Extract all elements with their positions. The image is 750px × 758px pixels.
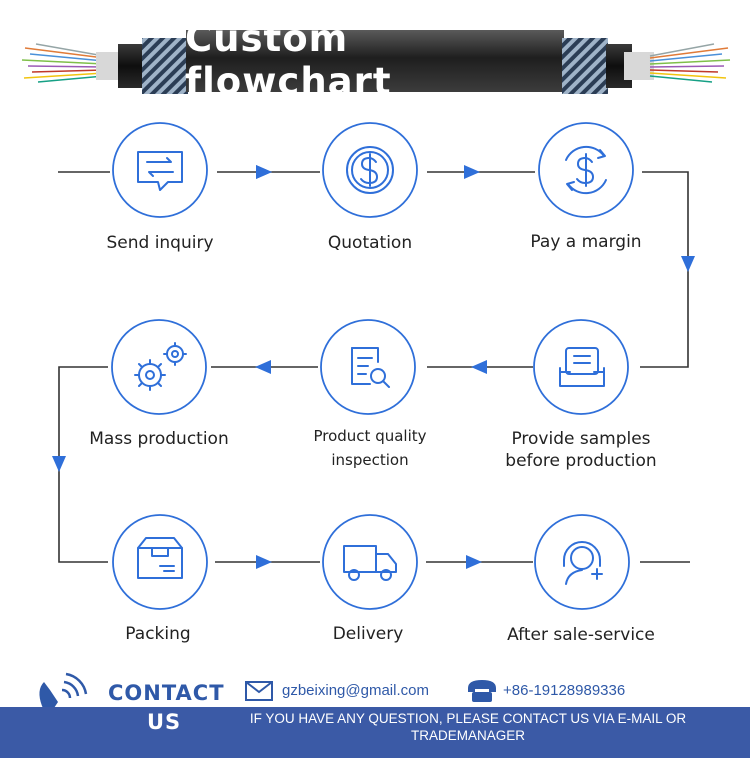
arrow-head bbox=[52, 456, 66, 472]
arrow-head bbox=[255, 360, 271, 374]
step-label: Send inquiry bbox=[106, 233, 214, 253]
step-label: Packing bbox=[125, 624, 191, 644]
left-braid bbox=[142, 38, 188, 94]
step-circle bbox=[533, 319, 629, 415]
box-icon bbox=[137, 537, 183, 579]
right-wires bbox=[649, 43, 731, 83]
arrow-head bbox=[466, 555, 482, 569]
cable-jacket bbox=[186, 30, 564, 92]
step-circles bbox=[111, 122, 634, 610]
contact-title: CONTACT US bbox=[108, 679, 226, 737]
page-title: Custom flowchart bbox=[185, 17, 392, 103]
contact-email[interactable]: gzbeixing@gmail.com bbox=[282, 682, 429, 699]
arrow-head bbox=[256, 165, 272, 179]
left-wires bbox=[21, 43, 105, 83]
step-label: Quotation bbox=[327, 233, 413, 253]
arrow-heads bbox=[52, 165, 695, 569]
arrow-head bbox=[471, 360, 487, 374]
arrow-head bbox=[464, 165, 480, 179]
step-label: Pay a margin bbox=[530, 232, 642, 252]
right-ferrule bbox=[624, 52, 654, 80]
left-inner-jacket bbox=[118, 44, 144, 88]
step-label: Provide samples before production bbox=[505, 429, 657, 471]
gears-icon bbox=[134, 342, 187, 391]
contact-note: IF YOU HAVE ANY QUESTION, PLEASE CONTACT… bbox=[249, 711, 687, 743]
contact-bar bbox=[0, 707, 750, 758]
right-braid bbox=[562, 38, 608, 94]
document-tray-icon bbox=[559, 347, 605, 387]
connectors bbox=[58, 171, 690, 563]
step-label: After sale-service bbox=[507, 625, 655, 645]
arrow-head bbox=[256, 555, 272, 569]
step-circle bbox=[112, 514, 208, 610]
contact-phone[interactable]: +86-19128989336 bbox=[503, 682, 626, 699]
arrow-head bbox=[681, 256, 695, 272]
step-circle bbox=[112, 122, 208, 218]
step-label: Product quality inspection bbox=[313, 427, 427, 469]
step-circle bbox=[534, 514, 630, 610]
dollar-refresh-icon bbox=[565, 145, 607, 195]
telephone-icon bbox=[468, 680, 496, 702]
support-agent-icon bbox=[563, 541, 603, 585]
step-label: Delivery bbox=[332, 624, 404, 644]
cable-banner bbox=[21, 30, 731, 94]
contact-title-main: CONTACT bbox=[108, 681, 225, 705]
contact-title-us: US bbox=[147, 710, 182, 734]
chat-exchange-icon bbox=[137, 151, 183, 191]
email-icon bbox=[245, 681, 273, 701]
document-search-icon bbox=[351, 347, 390, 388]
step-label: Mass production bbox=[89, 429, 229, 449]
step-circle bbox=[322, 514, 418, 610]
dollar-coin-icon bbox=[346, 146, 394, 194]
truck-icon bbox=[343, 545, 397, 581]
